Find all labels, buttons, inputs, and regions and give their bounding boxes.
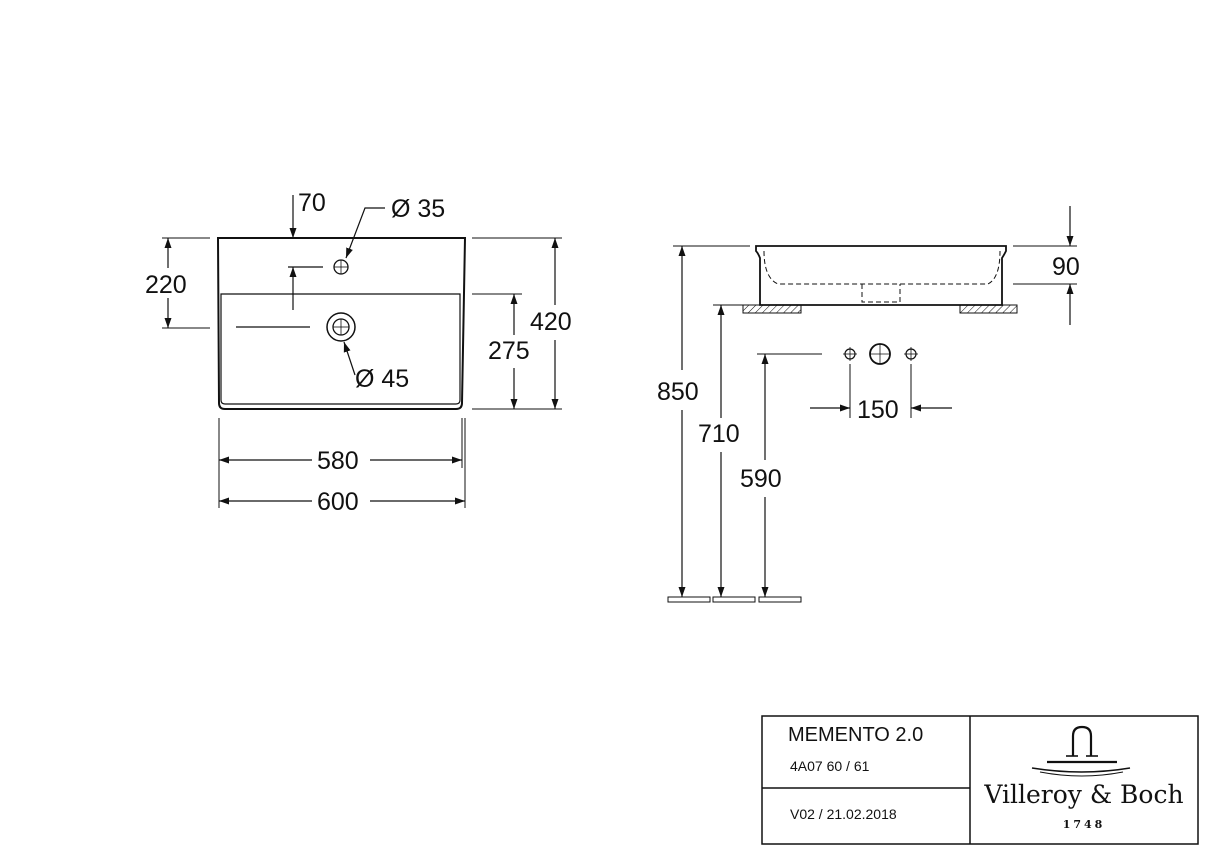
dim-600: 600 — [317, 488, 359, 516]
dim-diameter-35: Ø 35 — [391, 195, 445, 223]
product-name: MEMENTO 2.0 — [788, 724, 924, 746]
dim-150: 150 — [857, 396, 899, 424]
title-block — [761, 715, 1199, 845]
dim-590: 590 — [740, 465, 782, 493]
dim-710: 710 — [698, 420, 740, 448]
dim-275: 275 — [488, 337, 530, 365]
bowl-hidden-line — [763, 250, 1001, 285]
floor-plate-1 — [667, 596, 711, 603]
brand-name: Villeroy & Boch — [984, 780, 1184, 809]
floor-plate-3 — [758, 596, 802, 603]
brand-year: 1748 — [1062, 818, 1106, 831]
dim-850: 850 — [657, 378, 699, 406]
top-view — [162, 195, 562, 508]
bowl-outline — [220, 293, 461, 405]
drain-outer — [326, 312, 356, 342]
side-view — [667, 206, 1077, 603]
dim-90: 90 — [1052, 253, 1080, 281]
dim-580: 580 — [317, 447, 359, 475]
support-left — [742, 304, 802, 314]
dim-220: 220 — [145, 271, 187, 299]
dim-420: 420 — [530, 308, 572, 336]
drawing-version: V02 / 21.02.2018 — [790, 806, 897, 822]
dim-70: 70 — [298, 189, 326, 217]
support-right — [959, 304, 1018, 314]
brand-logo-icon — [1031, 725, 1131, 777]
basin-profile — [755, 245, 1007, 306]
product-code: 4A07 60 / 61 — [790, 758, 870, 774]
floor-plate-2 — [712, 596, 756, 603]
basin-outline — [216, 237, 467, 410]
dim-diameter-45: Ø 45 — [355, 365, 409, 393]
